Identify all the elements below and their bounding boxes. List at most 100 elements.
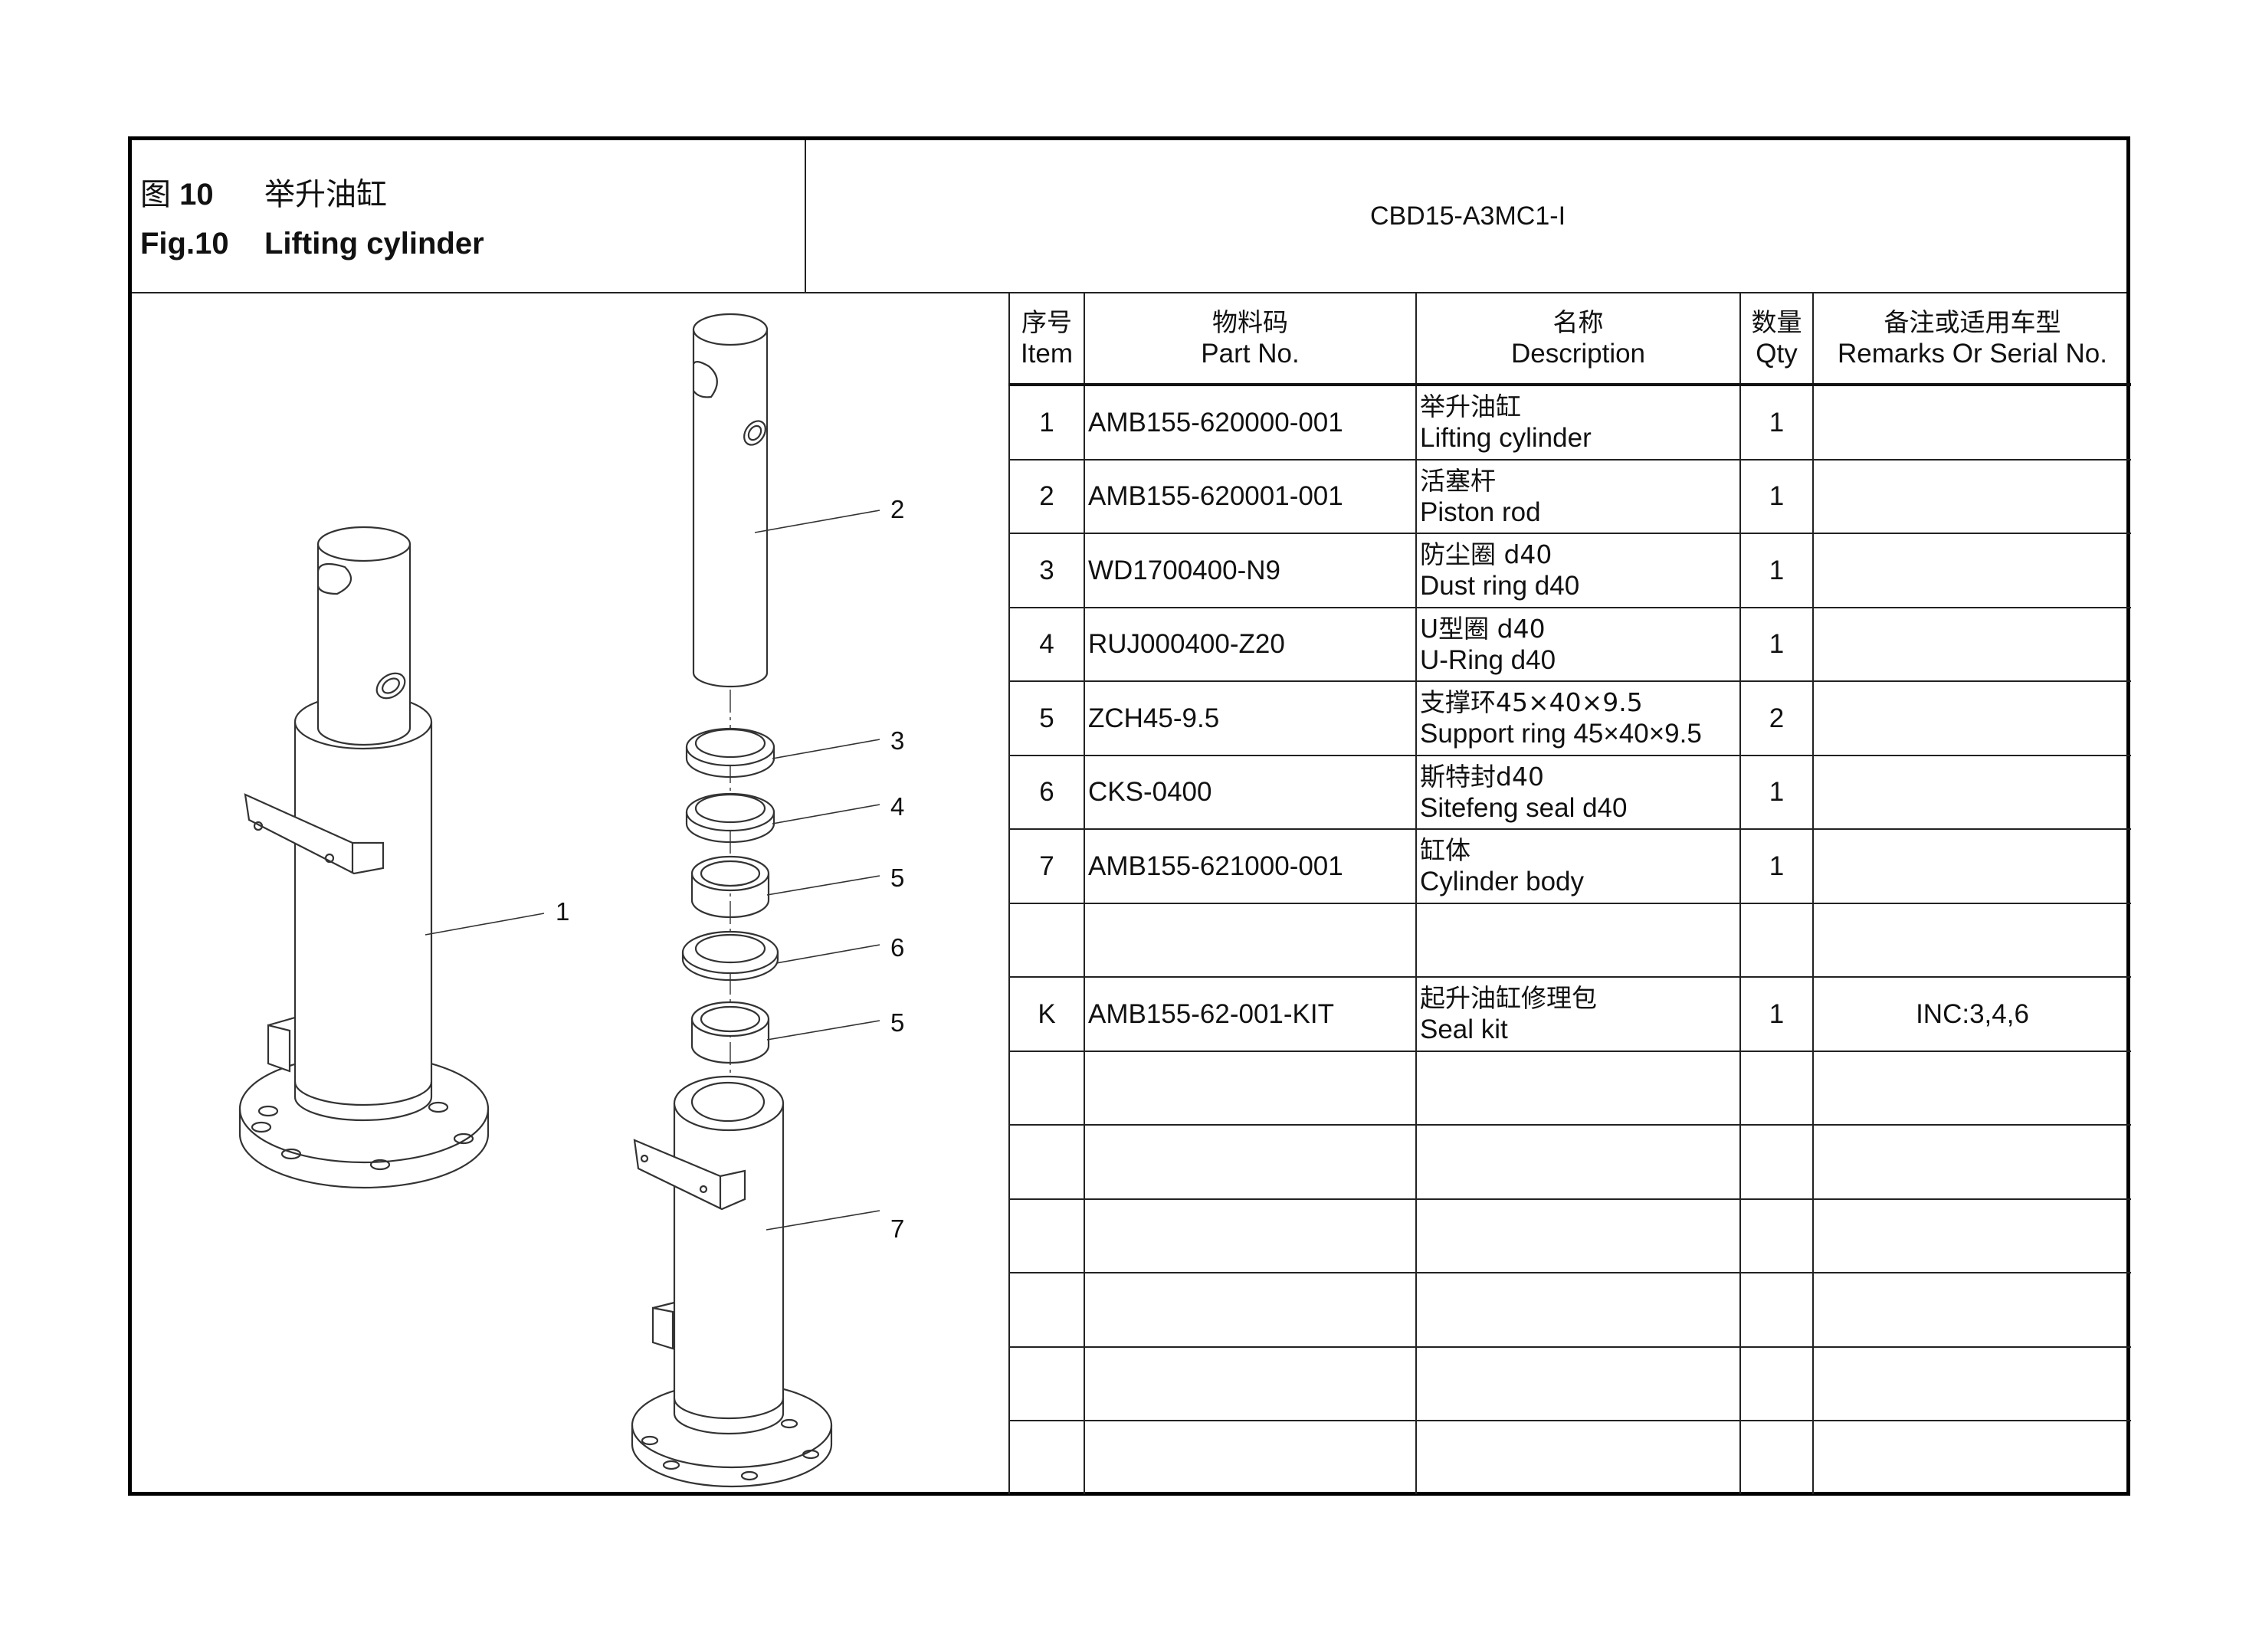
cell-item xyxy=(1008,1420,1085,1494)
cell-item xyxy=(1008,1198,1085,1273)
cell-qty: 1 xyxy=(1739,754,1814,830)
cell-part-no xyxy=(1084,1272,1417,1348)
title-en: Fig.10 Lifting cylinder xyxy=(140,225,484,262)
cell-qty xyxy=(1739,902,1814,978)
cell-remarks xyxy=(1812,1346,2131,1421)
table-row xyxy=(1008,1198,2131,1273)
cell-item: 7 xyxy=(1008,828,1085,904)
cell-remarks xyxy=(1812,606,2131,682)
cell-remarks xyxy=(1812,828,2131,904)
title-en-text: Lifting cylinder xyxy=(264,227,484,261)
callout-label: 5 xyxy=(890,1008,905,1037)
callout-label: 4 xyxy=(890,792,905,821)
desc-en: Support ring 45×40×9.5 xyxy=(1420,719,1702,749)
desc-en: Cylinder body xyxy=(1420,867,1584,897)
cell-item xyxy=(1008,1124,1085,1200)
table-row xyxy=(1008,902,2131,978)
cell-part-no: RUJ000400-Z20 xyxy=(1084,606,1417,682)
piston-rod-illustration xyxy=(692,313,880,688)
callout-label: 2 xyxy=(890,495,905,523)
dust-ring-illustration xyxy=(685,727,880,778)
table-row xyxy=(1008,1346,2131,1421)
desc-en: Lifting cylinder xyxy=(1420,423,1592,454)
cell-part-no xyxy=(1084,1050,1417,1126)
cell-qty: 1 xyxy=(1739,383,1814,461)
cell-part-no xyxy=(1084,1420,1417,1494)
callout-label: 1 xyxy=(556,897,570,926)
cell-part-no: AMB155-621000-001 xyxy=(1084,828,1417,904)
desc-zh: 活塞杆 xyxy=(1420,465,1496,496)
cell-description xyxy=(1415,1346,1741,1421)
cell-remarks xyxy=(1812,1272,2131,1348)
cell-part-no xyxy=(1084,1198,1417,1273)
cell-qty xyxy=(1739,1198,1814,1273)
desc-en: Dust ring d40 xyxy=(1420,571,1580,601)
cell-qty xyxy=(1739,1272,1814,1348)
desc-en: Seal kit xyxy=(1420,1014,1508,1045)
desc-zh: 防尘圈 d40 xyxy=(1420,539,1552,570)
cell-part-no: AMB155-620001-001 xyxy=(1084,458,1417,534)
cell-qty: 1 xyxy=(1739,458,1814,534)
cell-item xyxy=(1008,1272,1085,1348)
cell-remarks xyxy=(1812,754,2131,830)
cell-qty xyxy=(1739,1124,1814,1200)
desc-en: Sitefeng seal d40 xyxy=(1420,792,1628,823)
desc-zh: 起升油缸修理包 xyxy=(1420,983,1597,1014)
cell-remarks xyxy=(1812,1420,2131,1494)
cell-qty: 2 xyxy=(1739,680,1814,756)
cell-description xyxy=(1415,1198,1741,1273)
cell-part-no xyxy=(1084,1346,1417,1421)
table-row xyxy=(1008,1272,2131,1348)
sitefeng-seal-illustration xyxy=(681,930,880,982)
cell-qty xyxy=(1739,1346,1814,1421)
cell-description xyxy=(1415,1420,1741,1494)
cell-description xyxy=(1415,1124,1741,1200)
desc-en: U-Ring d40 xyxy=(1420,644,1556,675)
desc-zh: U型圈 d40 xyxy=(1420,613,1546,644)
model-number: CBD15-A3MC1-I xyxy=(1369,202,1566,231)
cell-description xyxy=(1415,1272,1741,1348)
title-zh-text: 举升油缸 xyxy=(264,178,387,211)
cell-item: 3 xyxy=(1008,533,1085,608)
fig-prefix-en: Fig.10 xyxy=(140,227,229,261)
cell-remarks xyxy=(1812,680,2131,756)
cell-remarks: INC:3,4,6 xyxy=(1812,976,2131,1052)
fig-prefix-zh: 图 xyxy=(140,178,171,211)
cell-item: 2 xyxy=(1008,458,1085,534)
cell-qty: 1 xyxy=(1739,976,1814,1052)
table-row xyxy=(1008,1420,2131,1494)
cell-item: 1 xyxy=(1008,383,1085,461)
desc-zh: 缸体 xyxy=(1420,835,1470,866)
callout-label: 3 xyxy=(890,726,905,755)
u-ring-illustration xyxy=(685,792,880,844)
cell-description xyxy=(1415,902,1741,978)
cell-remarks xyxy=(1812,383,2131,461)
cell-qty: 1 xyxy=(1739,606,1814,682)
cell-part-no: AMB155-62-001-KIT xyxy=(1084,976,1417,1052)
cell-part-no xyxy=(1084,902,1417,978)
desc-en: Piston rod xyxy=(1420,497,1541,527)
cell-item xyxy=(1008,1346,1085,1421)
cell-description xyxy=(1415,1050,1741,1126)
title-model-divider xyxy=(805,140,806,293)
title-zh: 图 10 举升油缸 xyxy=(140,176,387,213)
cell-remarks xyxy=(1812,902,2131,978)
cell-item: 6 xyxy=(1008,754,1085,830)
exploded-view-drawing xyxy=(238,313,880,1488)
cell-remarks xyxy=(1812,533,2131,608)
cell-part-no xyxy=(1084,1124,1417,1200)
table-row xyxy=(1008,1050,2131,1126)
